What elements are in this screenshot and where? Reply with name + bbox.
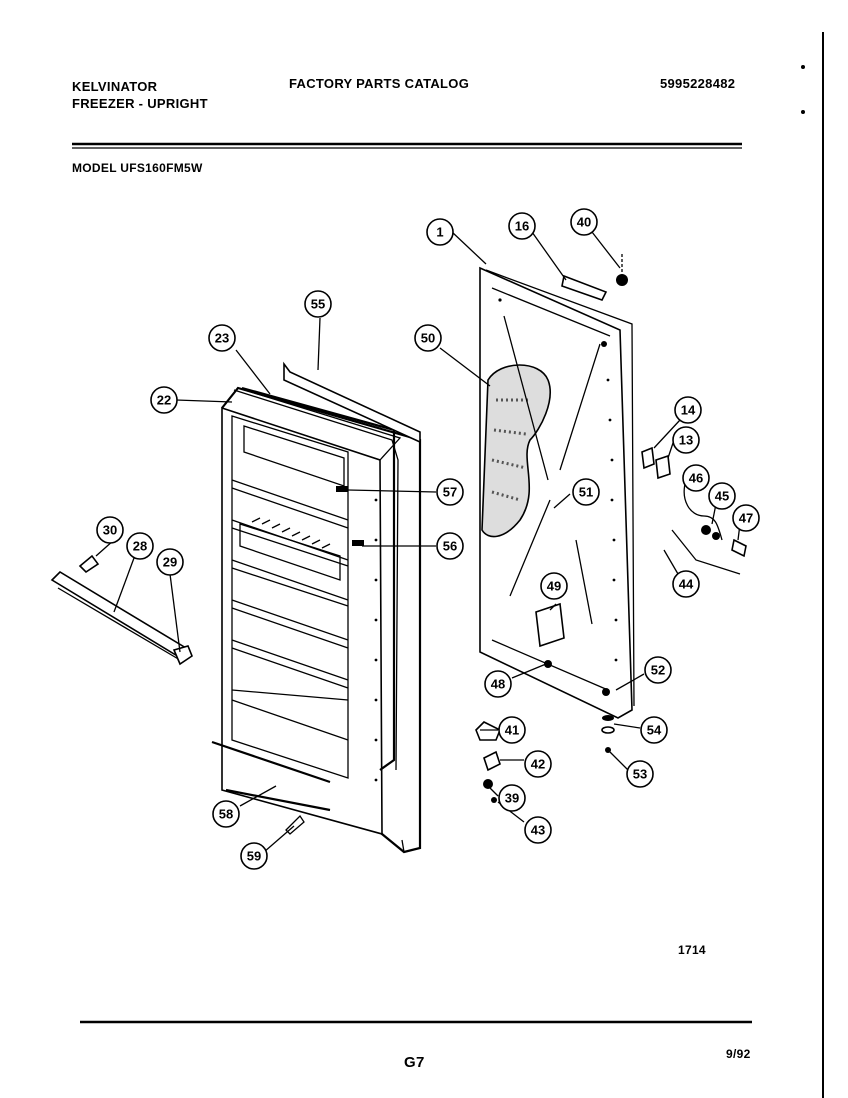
callout-52: 52 [644, 656, 672, 684]
callout-39: 39 [498, 784, 526, 812]
door-assembly [211, 361, 422, 854]
model-number: MODEL UFS160FM5W [72, 161, 203, 175]
svg-text:50: 50 [421, 331, 435, 346]
callout-53: 53 [626, 760, 654, 788]
svg-text:16: 16 [515, 219, 529, 234]
svg-text:47: 47 [739, 511, 753, 526]
svg-text:1: 1 [436, 225, 443, 240]
svg-text:45: 45 [715, 489, 729, 504]
callout-40: 40 [570, 208, 598, 236]
callout-48: 48 [484, 670, 512, 698]
callout-14: 14 [674, 396, 702, 424]
catalog-number: 5995228482 [660, 76, 736, 91]
callout-16: 16 [508, 212, 536, 240]
callout-55: 55 [304, 290, 332, 318]
svg-text:30: 30 [103, 523, 117, 538]
svg-text:40: 40 [577, 215, 591, 230]
leader-lines [95, 231, 741, 853]
svg-text:23: 23 [215, 331, 229, 346]
catalog-title: FACTORY PARTS CATALOG [289, 76, 470, 91]
callout-23: 23 [208, 324, 236, 352]
svg-text:39: 39 [505, 791, 519, 806]
callout-59: 59 [240, 842, 268, 870]
svg-text:46: 46 [689, 471, 703, 486]
svg-text:48: 48 [491, 677, 505, 692]
callout-42: 42 [524, 750, 552, 778]
svg-text:41: 41 [505, 723, 519, 738]
svg-text:53: 53 [633, 767, 647, 782]
callout-28: 28 [126, 532, 154, 560]
callout-54: 54 [640, 716, 668, 744]
svg-text:52: 52 [651, 663, 665, 678]
svg-text:51: 51 [579, 485, 593, 500]
callout-30: 30 [96, 516, 124, 544]
brand-name: KELVINATOR [72, 79, 158, 94]
svg-text:42: 42 [531, 757, 545, 772]
svg-text:58: 58 [219, 807, 233, 822]
control-parts [641, 446, 747, 575]
revision-date: 9/92 [726, 1047, 751, 1061]
svg-text:55: 55 [311, 297, 325, 312]
callouts: 1 16 40 55 23 50 22 14 13 46 45 47 44 57… [96, 208, 760, 870]
callout-1: 1 [426, 218, 454, 246]
callout-47: 47 [732, 504, 760, 532]
callout-41: 41 [498, 716, 526, 744]
svg-text:13: 13 [679, 433, 693, 448]
svg-text:54: 54 [647, 723, 662, 738]
product-type: FREEZER - UPRIGHT [72, 96, 208, 111]
svg-text:22: 22 [157, 393, 171, 408]
figure-number: 1714 [678, 943, 706, 957]
callout-57: 57 [436, 478, 464, 506]
callout-43: 43 [524, 816, 552, 844]
callout-45: 45 [708, 482, 736, 510]
callout-29: 29 [156, 548, 184, 576]
callout-44: 44 [672, 570, 700, 598]
callout-56: 56 [436, 532, 464, 560]
svg-text:57: 57 [443, 485, 457, 500]
svg-text:29: 29 [163, 555, 177, 570]
svg-text:43: 43 [531, 823, 545, 838]
door-handle [50, 554, 193, 666]
svg-text:56: 56 [443, 539, 457, 554]
callout-46: 46 [682, 464, 710, 492]
callout-49: 49 [540, 572, 568, 600]
callout-58: 58 [212, 800, 240, 828]
callout-50: 50 [414, 324, 442, 352]
hinge-parts [475, 721, 502, 803]
cabinet-panel [479, 254, 635, 753]
callout-22: 22 [150, 386, 178, 414]
page-code: G7 [404, 1054, 425, 1071]
page-border [72, 32, 824, 1098]
callout-13: 13 [672, 426, 700, 454]
svg-text:14: 14 [681, 403, 696, 418]
svg-text:28: 28 [133, 539, 147, 554]
svg-text:44: 44 [679, 577, 694, 592]
callout-51: 51 [572, 478, 600, 506]
svg-text:59: 59 [247, 849, 261, 864]
svg-text:49: 49 [547, 579, 561, 594]
